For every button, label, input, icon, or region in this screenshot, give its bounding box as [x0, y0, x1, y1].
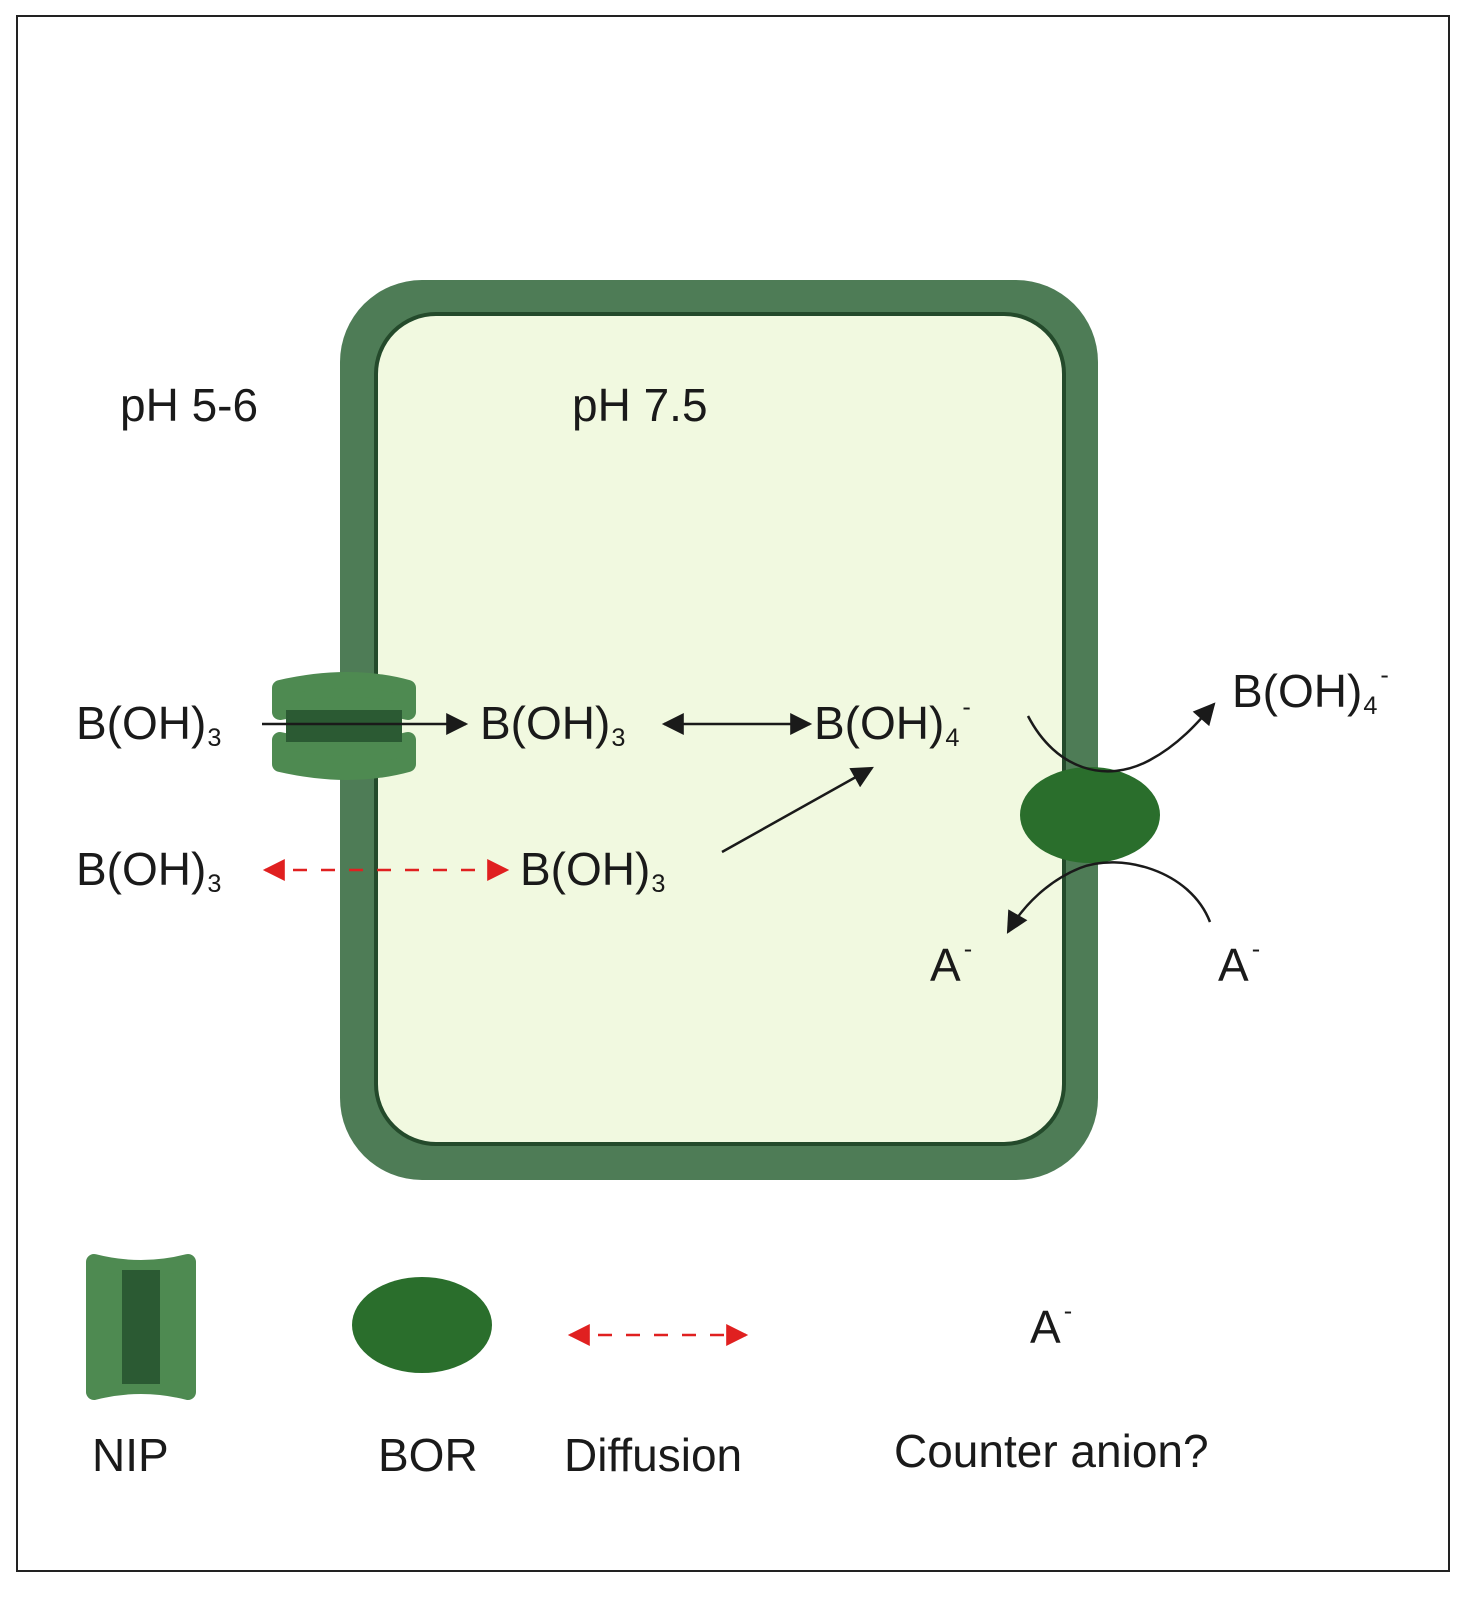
outside-ph-label: pH 5-6 [120, 379, 259, 431]
boric-acid-inside-2: B(OH)3 [520, 843, 666, 899]
borate-inside: B(OH)4- [814, 692, 971, 753]
inside-ph-label: pH 7.5 [572, 379, 708, 431]
legend-anion-symbol: A- [1030, 1296, 1073, 1353]
legend-bor-label: BOR [378, 1429, 478, 1481]
bor-transporter [1020, 767, 1160, 863]
nip-channel [272, 672, 416, 780]
borate-exported: B(OH)4- [1232, 660, 1389, 721]
legend-bor-icon [352, 1277, 492, 1373]
anion-outside: A- [1218, 934, 1261, 991]
legend-nip-icon [86, 1254, 196, 1400]
boric-acid-outside-1: B(OH)3 [76, 697, 222, 753]
borate-export-arrow [1026, 702, 1216, 773]
boric-acid-inside-1: B(OH)3 [480, 697, 626, 753]
legend-diffusion-label: Diffusion [564, 1429, 743, 1481]
anion-inside: A- [930, 934, 973, 991]
anion-import-arrow [1006, 861, 1212, 934]
legend-anion-label: Counter anion? [894, 1425, 1209, 1477]
legend-nip-label: NIP [92, 1429, 169, 1481]
boric-acid-outside-2: B(OH)3 [76, 843, 222, 899]
conversion-arrow [721, 766, 874, 854]
